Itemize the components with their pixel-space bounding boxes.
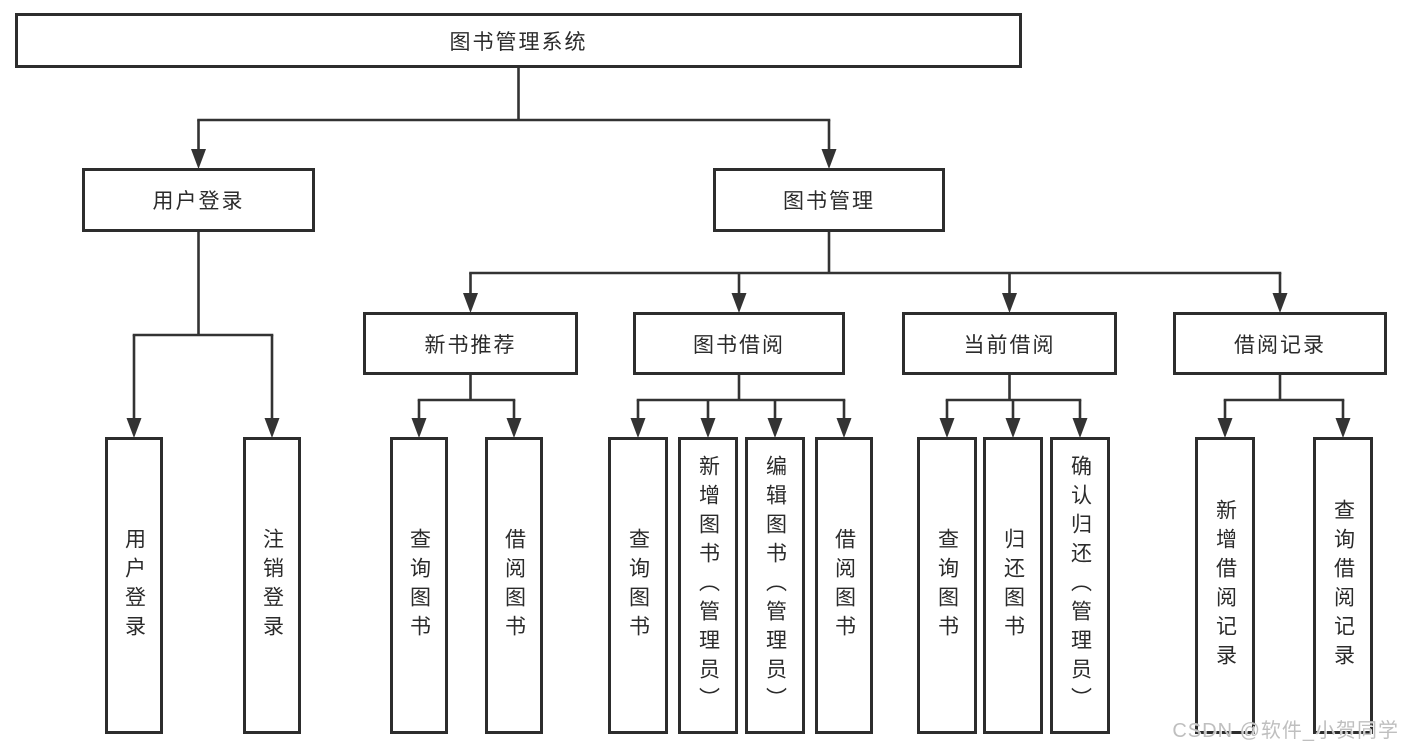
node-user-login: 用户登录 [82,168,315,232]
node-bb-query: 查询图书 [608,437,668,734]
node-rec-borrow: 借阅图书 [485,437,543,734]
watermark-text: CSDN @软件_小贺同学 [1172,720,1399,742]
node-rec-query: 查询图书 [390,437,448,734]
node-label: 编辑图书（管理员） [763,455,787,716]
node-label: 查询图书 [407,527,431,644]
node-label: 图书管理 [783,190,875,213]
node-label: 用户登录 [122,527,146,644]
node-logout-leaf: 注销登录 [243,437,301,734]
node-bb-borrow: 借阅图书 [815,437,873,734]
node-label: 当前借阅 [963,333,1056,357]
node-cb-query: 查询图书 [917,437,977,734]
node-label: 借阅图书 [832,527,856,644]
node-borrow-records: 借阅记录 [1173,312,1387,375]
node-label: 新书推荐 [424,333,517,357]
node-br-query: 查询借阅记录 [1313,437,1373,734]
node-root: 图书管理系统 [15,13,1022,68]
node-current-borrow: 当前借阅 [902,312,1117,375]
node-book-mgmt: 图书管理 [713,168,945,232]
node-label: 查询图书 [626,527,650,644]
node-label: 图书借阅 [693,333,785,357]
node-book-borrow: 图书借阅 [633,312,845,375]
node-br-add: 新增借阅记录 [1195,437,1255,734]
node-login-leaf: 用户登录 [105,437,163,734]
node-label: 图书管理系统 [449,30,588,54]
node-label: 用户登录 [152,190,245,213]
node-label: 归还图书 [1001,527,1025,644]
node-label: 注销登录 [260,527,284,644]
node-label: 确认归还（管理员） [1068,455,1092,716]
node-label: 查询借阅记录 [1331,498,1355,673]
node-bb-edit: 编辑图书（管理员） [745,437,805,734]
node-cb-confirm: 确认归还（管理员） [1050,437,1110,734]
node-label: 新增图书（管理员） [696,455,720,716]
node-cb-return: 归还图书 [983,437,1043,734]
node-new-book-rec: 新书推荐 [363,312,578,375]
node-label: 查询图书 [935,527,959,644]
node-label: 新增借阅记录 [1213,498,1237,673]
node-bb-add: 新增图书（管理员） [678,437,738,734]
node-label: 借阅图书 [502,527,526,644]
node-label: 借阅记录 [1234,333,1326,357]
